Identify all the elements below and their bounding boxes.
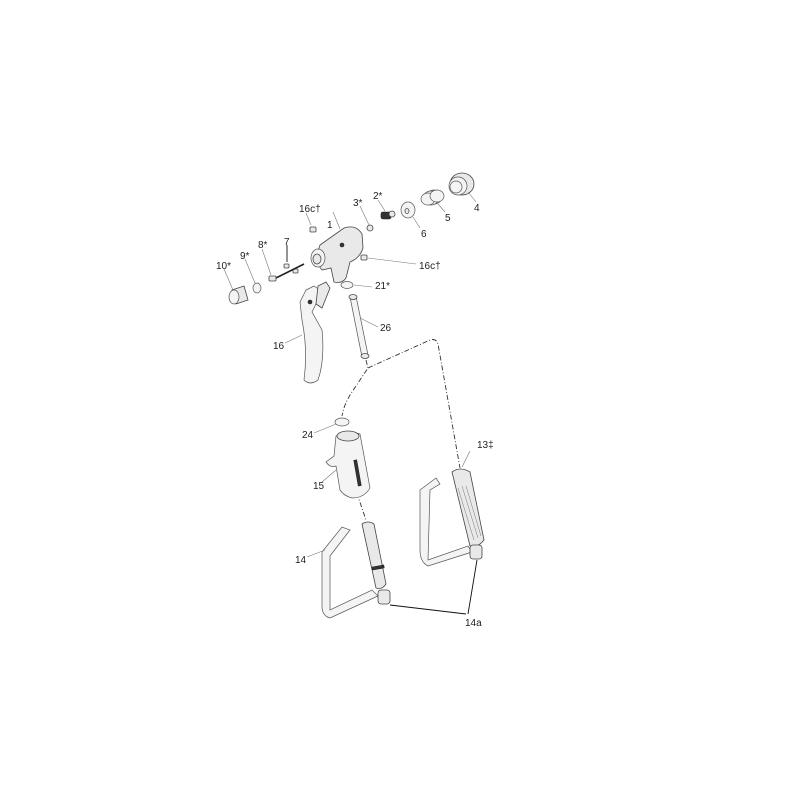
label-part-6: 6	[421, 229, 427, 240]
label-part-16c-a: 16c†	[299, 204, 321, 215]
label-part-10: 10*	[216, 261, 232, 272]
label-part-14: 14	[295, 555, 307, 566]
part-5-spring	[420, 189, 446, 213]
part-2-seat	[377, 199, 396, 220]
part-9-oring	[244, 258, 262, 294]
label-part-5: 5	[445, 213, 451, 224]
part-4-nut	[448, 172, 477, 203]
part-10-cap	[223, 268, 249, 305]
part-24-oring	[313, 417, 350, 434]
part-14-guard	[306, 521, 391, 619]
assembly-line	[341, 359, 369, 417]
part-1-gun-body	[310, 211, 364, 283]
label-part-13: 13‡	[477, 440, 494, 451]
label-part-1: 1	[327, 220, 333, 231]
label-part-3: 3*	[353, 198, 363, 209]
part-16c-screw-upper	[305, 212, 317, 233]
label-part-15: 15	[313, 481, 325, 492]
label-part-26: 26	[380, 323, 392, 334]
label-part-9: 9*	[240, 251, 250, 262]
label-part-4: 4	[474, 203, 480, 214]
part-6-washer	[400, 201, 421, 229]
part-3-ring	[359, 205, 374, 232]
label-part-21: 21*	[375, 281, 391, 292]
part-21-oring	[340, 281, 373, 289]
label-part-16c-b: 16c†	[419, 261, 441, 272]
part-16c-screw-right	[360, 254, 417, 265]
label-part-14a: 14a	[465, 618, 482, 629]
assembly-line	[367, 339, 461, 469]
label-part-16: 16	[273, 341, 285, 352]
part-14a-leaders	[389, 559, 478, 615]
label-part-7: 7	[284, 237, 290, 248]
part-16-trigger	[284, 281, 331, 384]
part-26-filter	[348, 294, 379, 359]
part-8-needle	[261, 248, 305, 282]
label-part-8: 8*	[258, 240, 268, 251]
part-15-adapter	[321, 430, 371, 499]
part-13-handle	[419, 450, 485, 567]
label-part-24: 24	[302, 430, 314, 441]
label-part-2: 2*	[373, 191, 383, 202]
